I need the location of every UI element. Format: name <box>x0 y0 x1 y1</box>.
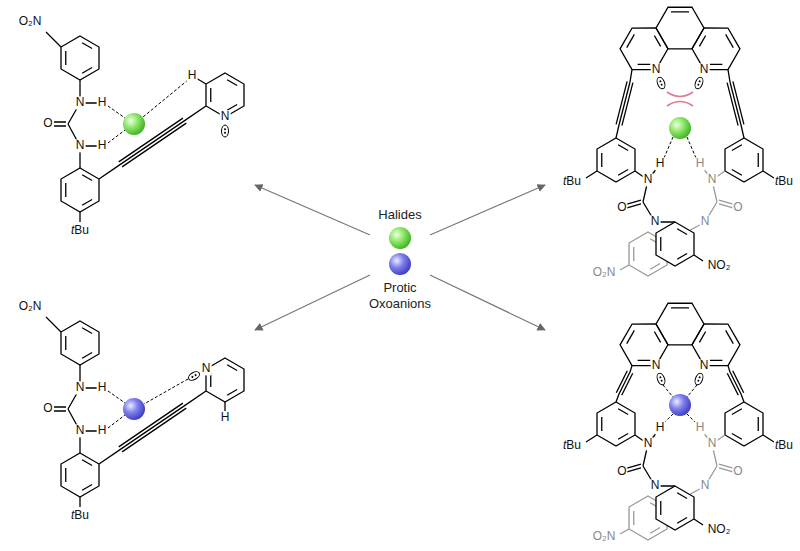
atom-label: H <box>97 139 108 152</box>
hydrogen-bonds <box>663 385 697 423</box>
benzene-ring <box>597 402 635 446</box>
atom-label: N <box>75 381 86 394</box>
lone-pair <box>222 125 229 137</box>
reaction-arrows <box>255 185 545 330</box>
bond-lines <box>586 12 774 261</box>
atom-label: N <box>651 359 662 372</box>
atom-label: N <box>699 359 710 372</box>
phenanthroline-ring <box>614 18 674 80</box>
lone-pair <box>694 372 705 386</box>
pyridine-ring <box>206 358 244 402</box>
group-label: NO₂ <box>707 523 732 536</box>
hydrogen-bonds <box>108 379 188 428</box>
benzene-ring <box>61 168 99 212</box>
atom-label: H <box>695 157 706 170</box>
oxoanion-sphere <box>669 394 691 416</box>
atom-label: H <box>187 69 198 82</box>
anion-label: Halides <box>377 208 422 222</box>
hydrogen-bonds <box>664 137 696 158</box>
atom-label: N <box>220 110 231 123</box>
group-label: O₂N <box>592 266 617 279</box>
atom-label: N <box>700 215 711 228</box>
hydrogen-bonds <box>108 80 188 143</box>
group-label: O₂N <box>18 300 43 313</box>
atom-label: N <box>201 362 212 375</box>
group-label: O₂N <box>592 530 617 543</box>
phenanthroline-ring <box>650 293 710 355</box>
atom-label: H <box>97 424 108 437</box>
atom-label: N <box>651 63 662 76</box>
lone-pair <box>656 76 667 90</box>
grey-bond-lines <box>620 428 733 534</box>
atom-label: H <box>97 381 108 394</box>
group-label: O₂N <box>18 15 43 28</box>
bond-lines <box>46 317 225 507</box>
lone-pair <box>656 372 667 386</box>
atom-label: N <box>643 173 654 186</box>
atom-label: O <box>616 201 627 214</box>
atom-label: N <box>650 215 661 228</box>
benzene-ring <box>61 321 99 365</box>
ring-backing <box>656 486 694 530</box>
atom-label: O <box>42 117 53 130</box>
atom-label: N <box>700 479 711 492</box>
atom-label: H <box>655 421 666 434</box>
lone-pair <box>694 76 705 90</box>
clash-mark <box>667 92 693 106</box>
lone-pair <box>187 370 201 382</box>
atom-label: H <box>97 96 108 109</box>
atom-label: N <box>643 437 654 450</box>
atom-label: N <box>75 424 86 437</box>
group-label: tBu <box>562 439 582 452</box>
benzene-ring <box>656 222 694 266</box>
group-label: tBu <box>774 175 794 188</box>
atom-label: O <box>616 465 627 478</box>
arrow <box>430 275 545 330</box>
atom-label: H <box>695 421 706 434</box>
halide-sphere <box>669 117 691 139</box>
phenanthroline-ring <box>686 314 746 376</box>
benzene-ring <box>597 138 635 182</box>
atom-label: N <box>707 173 718 186</box>
anion-label: Oxoanions <box>368 297 432 311</box>
arrow <box>255 185 370 235</box>
bond-lines <box>46 32 206 222</box>
group-label: NO₂ <box>707 259 732 272</box>
group-label: tBu <box>774 439 794 452</box>
atom-label: N <box>75 96 86 109</box>
benzene-ring <box>725 402 763 446</box>
atom-label: H <box>220 411 231 424</box>
ring-backing <box>656 222 694 266</box>
atom-label: N <box>75 139 86 152</box>
group-label: tBu <box>70 224 90 237</box>
atom-label: N <box>650 479 661 492</box>
phenanthroline-ring <box>686 18 746 80</box>
benzene-ring <box>61 36 99 80</box>
group-label: tBu <box>562 175 582 188</box>
halide-sphere <box>123 113 145 135</box>
arrow <box>430 185 545 235</box>
group-label: tBu <box>70 509 90 522</box>
benzene-ring <box>725 138 763 182</box>
benzene-ring <box>656 486 694 530</box>
atom-label: H <box>655 157 666 170</box>
benzene-ring <box>61 453 99 497</box>
arrow <box>255 275 370 330</box>
bond-lines <box>586 308 774 525</box>
atom-label: N <box>707 437 718 450</box>
grey-bond-lines <box>620 164 733 270</box>
atom-label: O <box>42 402 53 415</box>
phenanthroline-ring <box>650 0 710 59</box>
atom-label: O <box>732 201 743 214</box>
atom-label: O <box>732 465 743 478</box>
oxoanion-sphere <box>123 398 145 420</box>
atom-label: N <box>699 63 710 76</box>
halide-sphere <box>389 227 411 249</box>
oxoanion-sphere <box>389 253 411 275</box>
anion-label: Protic <box>382 281 417 295</box>
phenanthroline-ring <box>614 314 674 376</box>
